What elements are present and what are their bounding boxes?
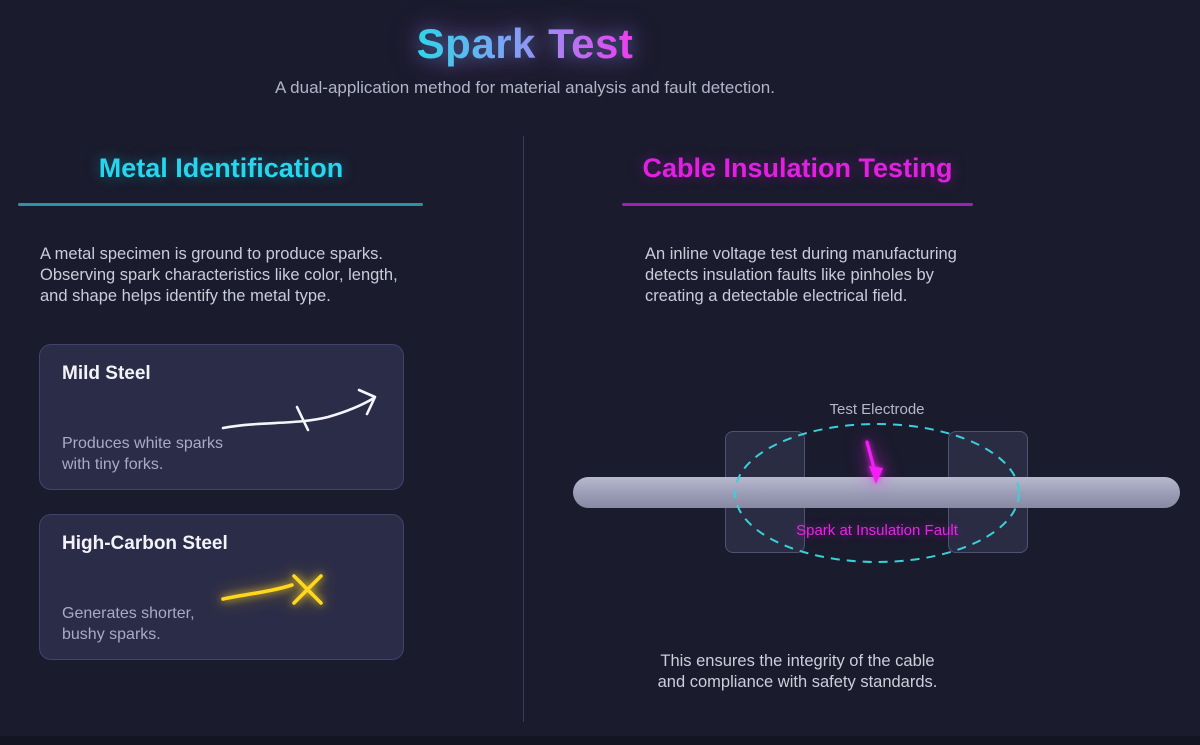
cable-test-diagram: Test Electrode Spark at Insulation Fault [523,395,1200,585]
integrity-note: This ensures the integrity of the cable … [657,652,938,691]
card-high-carbon-steel-description: Generates shorter, bushy sparks. [62,605,195,643]
card-mild-steel: Mild Steel Produces white sparks with ti… [39,344,404,490]
card-mild-steel-title: Mild Steel [62,363,151,384]
page-title: Spark Test [416,20,634,67]
metal-identification-description: A metal specimen is ground to produce sp… [40,245,398,305]
column-divider [523,136,524,722]
test-electrode-label: Test Electrode [829,401,925,418]
magenta-underline-rule [622,203,973,206]
metal-identification-section: Metal Identification A metal specimen is… [0,135,523,745]
cable-bar [573,477,1180,508]
insulation-fault-label: Spark at Insulation Fault [796,522,958,539]
card-high-carbon-steel-title: High-Carbon Steel [62,533,228,554]
header: Spark Test A dual-application method for… [0,0,1050,98]
page-subtitle: A dual-application method for material a… [275,78,775,97]
cable-insulation-section: Cable Insulation Testing An inline volta… [523,135,1200,745]
cable-insulation-heading: Cable Insulation Testing [642,153,953,183]
card-high-carbon-steel: High-Carbon Steel Generates shorter, bus… [39,514,404,660]
metal-identification-heading: Metal Identification [98,153,344,183]
cyan-underline-rule [18,203,423,206]
cable-insulation-description: An inline voltage test during manufactur… [645,245,957,305]
card-mild-steel-description: Produces white sparks with tiny forks. [62,435,223,473]
